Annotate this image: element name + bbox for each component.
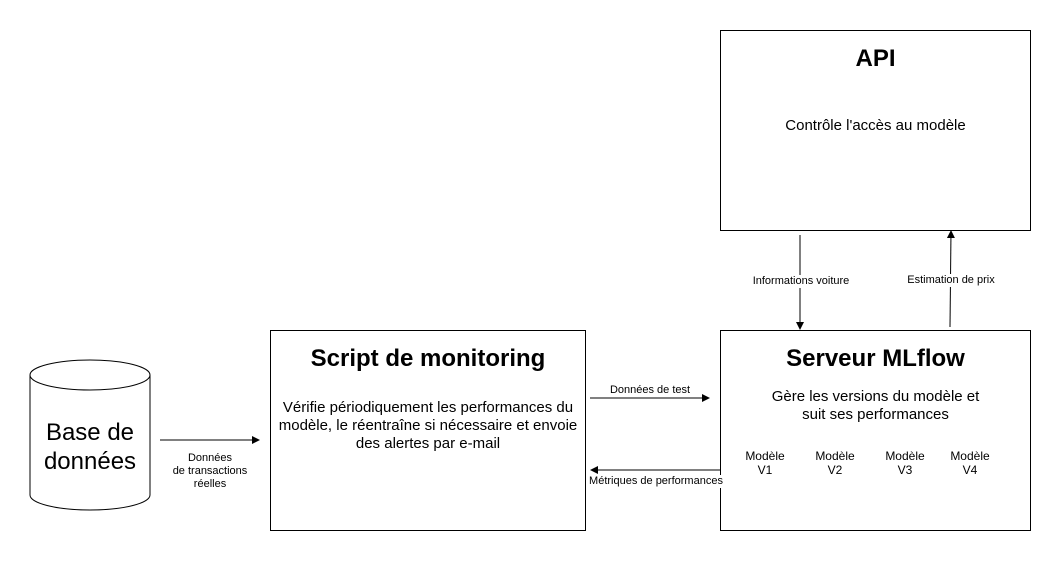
api-description: Contrôle l'accès au modèle <box>785 117 966 134</box>
script-monitoring-box[interactable]: Script de monitoring Vérifie périodiquem… <box>270 330 586 531</box>
mlflow-title: Serveur MLflow <box>786 345 965 372</box>
model-v1-line1: Modèle <box>745 449 785 463</box>
model-v4-line1: Modèle <box>950 449 990 463</box>
api-box[interactable]: API Contrôle l'accès au modèle <box>720 30 1031 231</box>
edge-label-mlflow-to-api: Estimation de prix <box>901 274 1001 287</box>
mlflow-description-line2: suit ses performances <box>802 406 949 423</box>
database-label: Base de données <box>30 418 150 476</box>
model-v1-line2: V1 <box>757 463 773 477</box>
model-v2-label: Modèle V2 <box>810 449 860 477</box>
edge-label-script-to-mlflow: Données de test <box>609 384 691 396</box>
edge-label-api-to-mlflow: Informations voiture <box>746 275 856 288</box>
model-v2-line2: V2 <box>827 463 843 477</box>
mlflow-server-box[interactable]: Serveur MLflow Gère les versions du modè… <box>720 330 1031 531</box>
edge-label-db-line1: Données <box>187 452 233 464</box>
script-monitoring-description: Vérifie périodiquement les performances … <box>278 399 578 452</box>
model-v4-line2: V4 <box>962 463 978 477</box>
edge-label-db-line2: de transactions <box>172 465 248 477</box>
mlflow-description: Gère les versions du modèle et suit ses … <box>721 388 1030 424</box>
mlflow-description-line1: Gère les versions du modèle et <box>771 388 980 405</box>
model-v1-label: Modèle V1 <box>740 449 790 477</box>
model-v3-line1: Modèle <box>885 449 925 463</box>
model-v3-line2: V3 <box>897 463 913 477</box>
edge-label-db-to-script: Données de transactions réelles <box>165 452 255 491</box>
edge-label-mlflow-to-script: Métriques de performances <box>586 475 726 488</box>
database-cylinder[interactable] <box>29 359 151 511</box>
model-v4-label: Modèle V4 <box>945 449 995 477</box>
database-label-line2: données <box>43 448 137 475</box>
script-monitoring-title: Script de monitoring <box>310 345 546 372</box>
database-label-line1: Base de <box>45 419 135 446</box>
api-title: API <box>855 45 896 72</box>
model-v3-label: Modèle V3 <box>880 449 930 477</box>
model-v2-line1: Modèle <box>815 449 855 463</box>
edge-label-db-line3: réelles <box>193 478 227 490</box>
